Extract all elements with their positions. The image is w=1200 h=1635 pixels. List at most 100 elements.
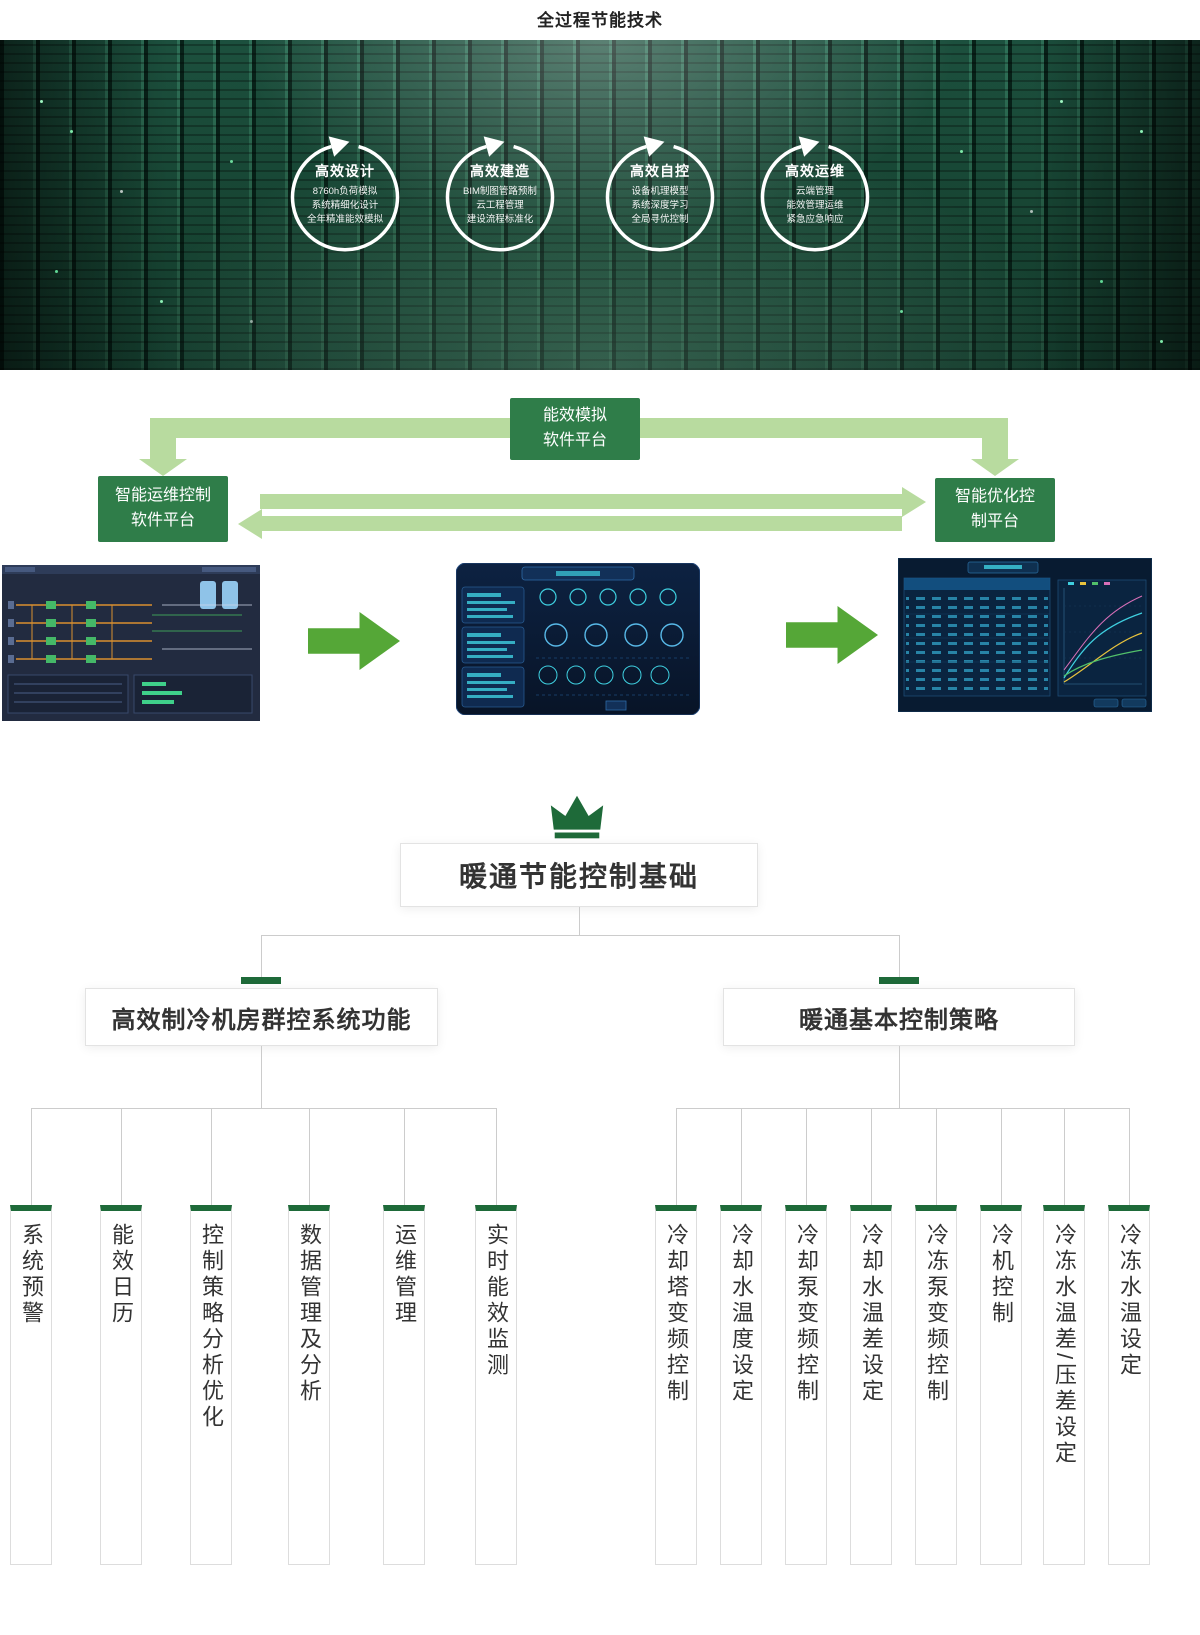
stage-title: 高效设计 — [315, 163, 375, 179]
ops-platform-box: 智能运维控制 软件平台 — [98, 476, 228, 542]
leaf-label: 冷冻水温设定 — [1117, 1223, 1142, 1379]
connector-arrow-bar — [170, 418, 510, 438]
circular-arrow-icon — [760, 136, 870, 252]
leaf-label: 系统预警 — [19, 1223, 44, 1327]
connector-line — [899, 935, 900, 977]
stage-badge-autocontrol: 高效自控 设备机理模型 系统深度学习 全局寻优控制 — [590, 125, 730, 265]
stage-line: 紧急应急响应 — [786, 213, 844, 225]
circular-arrow-icon — [290, 136, 400, 252]
leaf-node: 实时能效监测 — [475, 1205, 517, 1565]
stage-badge-build: 高效建造 BIM制图管路预制 云工程管理 建设流程标准化 — [430, 125, 570, 265]
leaf-label: 冷机控制 — [989, 1223, 1014, 1327]
stage-line: 建设流程标准化 — [466, 213, 534, 225]
connector-line — [871, 1108, 872, 1205]
leaf-label: 运维管理 — [392, 1223, 417, 1327]
stage-badge-operations: 高效运维 云端管理 能效管理运维 紧急应急响应 — [745, 125, 885, 265]
stage-title: 高效建造 — [470, 163, 530, 179]
stage-title: 高效自控 — [630, 163, 690, 179]
leaf-node: 系统预警 — [10, 1205, 52, 1565]
connector-line — [676, 1108, 1129, 1109]
connector-line — [741, 1108, 742, 1205]
leaf-node: 冷却泵变频控制 — [785, 1205, 827, 1565]
dashboard-graphic — [456, 563, 700, 715]
stage-line: 8760h负荷模拟 — [312, 186, 378, 197]
connector-arrow-bar — [640, 418, 982, 438]
stage-line: 云工程管理 — [476, 199, 524, 211]
platform-label-line: 能效模拟 — [542, 407, 607, 425]
circular-arrow-icon — [445, 136, 555, 252]
connector-line — [936, 1108, 937, 1205]
crown-icon — [546, 792, 608, 842]
branch-node-group-control: 高效制冷机房群控系统功能 — [85, 988, 438, 1046]
simulation-platform-box: 能效模拟 软件平台 — [510, 398, 640, 460]
leaf-label: 冷却水温度设定 — [729, 1223, 754, 1405]
leaf-label: 冷冻泵变频控制 — [924, 1223, 949, 1405]
connector-line — [261, 935, 262, 977]
connector-line — [496, 1108, 497, 1205]
leaf-label: 冷却泵变频控制 — [794, 1223, 819, 1405]
connector-arrow-bar — [260, 494, 902, 509]
arrow-right-icon — [786, 606, 878, 664]
branch-tick — [879, 977, 919, 984]
leaf-node: 数据管理及分析 — [288, 1205, 330, 1565]
platform-label-line: 智能优化控 — [954, 488, 1035, 506]
scada-system-screenshot — [2, 565, 260, 721]
connector-line — [1001, 1108, 1002, 1205]
leaf-node: 运维管理 — [383, 1205, 425, 1565]
connector-arrow-bar — [150, 418, 176, 460]
platform-label-line: 制平台 — [970, 513, 1019, 530]
stage-line: 系统精细化设计 — [311, 199, 379, 211]
branch-node-label: 暖通基本控制策略 — [799, 1006, 999, 1034]
leaf-node: 冷冻水温设定 — [1108, 1205, 1150, 1565]
branch-node-hvac-strategy: 暖通基本控制策略 — [723, 988, 1075, 1046]
page-title: 全过程节能技术 — [537, 11, 663, 30]
connector-arrow-bar — [982, 418, 1008, 460]
platform-label-line: 软件平台 — [130, 512, 195, 529]
leaf-label: 冷却水温差设定 — [859, 1223, 884, 1405]
branch-tick — [241, 977, 281, 984]
root-node: 暖通节能控制基础 — [400, 843, 758, 907]
leaf-node: 冷冻泵变频控制 — [915, 1205, 957, 1565]
platform-label-line: 智能运维控制 — [114, 487, 211, 505]
energy-analytics-screenshot — [898, 558, 1152, 712]
branch-node-label: 高效制冷机房群控系统功能 — [111, 1006, 412, 1034]
optimize-platform-box: 智能优化控 制平台 — [935, 478, 1055, 542]
leaf-node: 冷机控制 — [980, 1205, 1022, 1565]
arrow-right-icon — [308, 612, 400, 670]
leaf-label: 数据管理及分析 — [297, 1223, 322, 1405]
leaf-node: 控制策略分析优化 — [190, 1205, 232, 1565]
datacenter-banner-image: 高效设计 8760h负荷模拟 系统精细化设计 全年精准能效模拟 高效建造 BIM… — [0, 40, 1200, 370]
leaf-label: 控制策略分析优化 — [199, 1223, 224, 1431]
stage-badge-design: 高效设计 8760h负荷模拟 系统精细化设计 全年精准能效模拟 — [275, 125, 415, 265]
leaf-node: 冷却塔变频控制 — [655, 1205, 697, 1565]
platform-label-line: 软件平台 — [542, 432, 607, 449]
leaf-label: 能效日历 — [109, 1223, 134, 1327]
stage-line: 全年精准能效模拟 — [306, 213, 383, 225]
analytics-graphic — [898, 558, 1152, 712]
leaf-label: 冷却塔变频控制 — [664, 1223, 689, 1405]
arrow-left-icon — [238, 509, 262, 539]
connector-line — [121, 1108, 122, 1205]
connector-line — [309, 1108, 310, 1205]
leaf-node: 能效日历 — [100, 1205, 142, 1565]
group-control-dashboard-screenshot — [456, 563, 700, 715]
connector-line — [31, 1108, 32, 1205]
leaf-node: 冷冻水温差/压差设定 — [1043, 1205, 1085, 1565]
leaf-label: 实时能效监测 — [484, 1223, 509, 1379]
connector-line — [676, 1108, 677, 1205]
stage-title: 高效运维 — [785, 163, 845, 179]
stage-line: 全局寻优控制 — [631, 213, 689, 225]
connector-line — [806, 1108, 807, 1205]
leaf-label: 冷冻水温差/压差设定 — [1052, 1223, 1077, 1468]
server-led-dots — [0, 40, 3, 43]
leaf-node: 冷却水温差设定 — [850, 1205, 892, 1565]
connector-line — [899, 1046, 900, 1108]
stage-line: 能效管理运维 — [786, 199, 844, 211]
arrow-right-icon — [902, 487, 926, 517]
connector-line — [1064, 1108, 1065, 1205]
connector-line — [404, 1108, 405, 1205]
connector-line — [261, 1046, 262, 1108]
scada-diagram-graphic — [2, 565, 260, 721]
connector-line — [261, 935, 899, 936]
